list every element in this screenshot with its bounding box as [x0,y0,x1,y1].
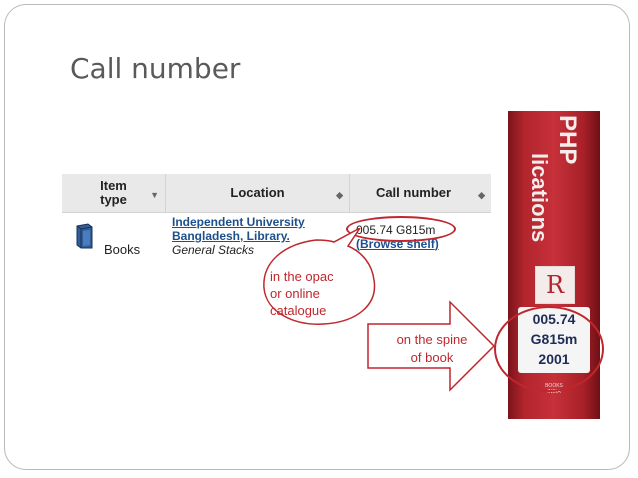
column-header-location[interactable]: Location ◆ [166,174,350,212]
column-header-label: Call number [375,185,452,200]
right-arrow-shape [367,300,496,392]
catalogue-table: Item type ▼ Location ◆ Call number ◆ Boo… [62,174,491,266]
table-header: Item type ▼ Location ◆ Call number ◆ [62,174,491,213]
browse-close-paren: ) [434,237,439,251]
svg-text:lications: lications [527,153,552,242]
spine-title: PHP lications [527,115,581,242]
publisher-logo: R [535,266,575,304]
item-type-value: Books [104,242,141,257]
sort-both-icon[interactable]: ◆ [336,190,343,200]
location-cell: Independent University Bangladesh, Libra… [172,215,305,257]
browse-open-paren: ( [356,237,360,251]
column-header-label: Location [230,185,285,200]
column-header-label: Item type [100,178,127,207]
call-number-highlight-oval [346,216,456,242]
location-stack: General Stacks [172,243,255,257]
sort-down-icon[interactable]: ▼ [150,190,159,200]
spine-label-highlight-oval [494,306,604,392]
speech-bubble [263,228,376,325]
svg-text:PHP: PHP [554,115,581,164]
location-link[interactable]: Independent University Bangladesh, Libra… [172,215,305,243]
column-header-call-number[interactable]: Call number ◆ [350,174,491,212]
sort-both-icon[interactable]: ◆ [478,190,485,200]
book-icon [74,223,94,254]
column-header-item-type[interactable]: Item type ▼ [62,174,166,212]
slide-title: Call number [70,52,241,85]
opac-callout-text: in the opac or online catalogue [270,269,334,318]
spine-callout-text: on the spine of book [396,332,468,365]
